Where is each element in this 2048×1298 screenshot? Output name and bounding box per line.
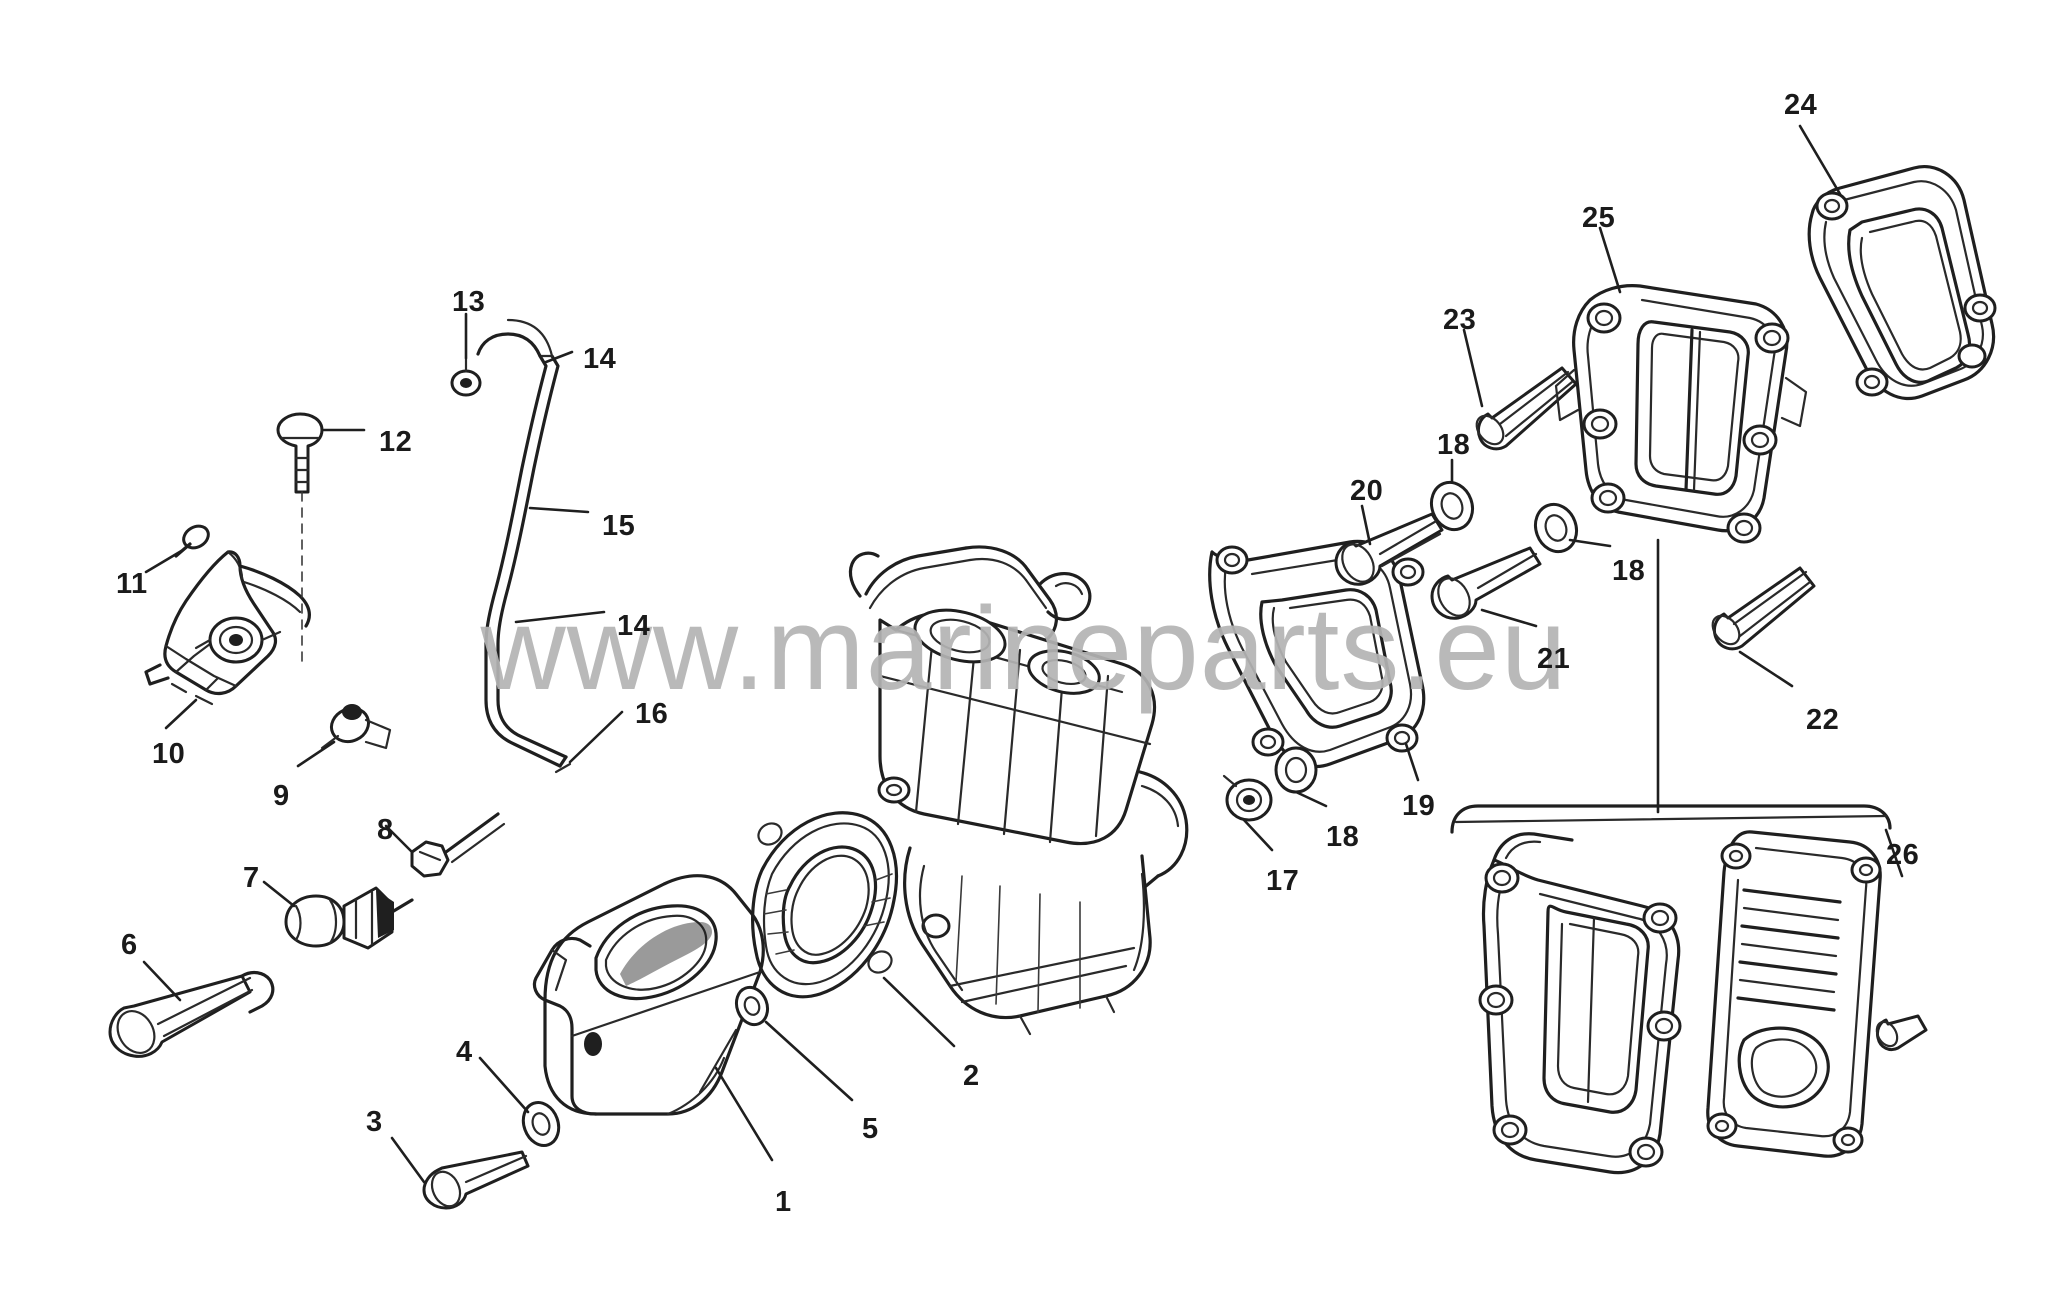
part-2-air-silencer-gasket: [751, 811, 956, 1048]
callout-9: 9: [273, 780, 290, 812]
callout-11: 11: [116, 568, 148, 600]
callout-5: 5: [862, 1113, 879, 1145]
part-5-washer: [734, 985, 854, 1102]
part-21-bolt: [1430, 546, 1542, 628]
leaders-rod: [514, 350, 624, 764]
callout-24: 24: [1784, 89, 1818, 121]
callout-19: 19: [1402, 790, 1436, 822]
part-10-throttle-bracket: [144, 550, 311, 730]
part-6-bolt: [108, 960, 275, 1058]
callout-3: 3: [366, 1106, 383, 1138]
part-15-throttle-rod: [476, 318, 572, 774]
part-20-bolt: [1334, 504, 1444, 586]
part-23-stud: [1462, 328, 1578, 451]
callout-12: 12: [379, 426, 413, 458]
throttle-linkage-group: [108, 312, 624, 1210]
part-9-clip: [296, 704, 392, 768]
part-13-pin: [450, 312, 482, 397]
callout-18-upper: 18: [1437, 429, 1471, 461]
callout-8: 8: [377, 814, 394, 846]
part-25-reed-block: [1554, 226, 1808, 544]
carburetor-assembly: [848, 545, 1189, 1036]
callout-15: 15: [602, 510, 636, 542]
part-24-reed-gasket: [1798, 124, 1997, 401]
part-11-screw: [144, 524, 210, 574]
callout-13: 13: [452, 286, 486, 318]
part-4-washer: [478, 1056, 561, 1147]
callout-6: 6: [121, 929, 138, 961]
part-18-washer-lower: [1274, 746, 1328, 808]
part-18-washer-middle: [1429, 458, 1475, 532]
callout-17: 17: [1266, 865, 1300, 897]
part-17-grommet: [1222, 774, 1274, 852]
callout-25: 25: [1582, 202, 1616, 234]
callout-18-lower: 18: [1326, 821, 1360, 853]
part-7-fitting: [262, 880, 414, 950]
callout-23: 23: [1443, 304, 1477, 336]
callout-14-lower: 14: [617, 610, 651, 642]
callout-2: 2: [963, 1060, 980, 1092]
part-8-nut: [384, 824, 450, 878]
part-12-screw: [276, 412, 366, 669]
part-19-intake-gasket: [1208, 539, 1426, 782]
callout-1: 1: [775, 1186, 792, 1218]
callout-21: 21: [1537, 643, 1571, 675]
callout-10: 10: [152, 738, 186, 770]
part-1-air-silencer-cover: [532, 874, 774, 1162]
part-22-stud: [1711, 566, 1816, 688]
callout-22: 22: [1806, 704, 1840, 736]
callout-26: 26: [1886, 839, 1920, 871]
callout-14-upper: 14: [583, 343, 617, 375]
callout-18-right: 18: [1612, 555, 1646, 587]
callout-16: 16: [635, 698, 669, 730]
fastener-group: [1334, 328, 1816, 688]
part-18-washer-right: [1533, 502, 1612, 554]
callout-4: 4: [456, 1036, 473, 1068]
callout-7: 7: [243, 862, 260, 894]
callout-20: 20: [1350, 475, 1384, 507]
part-26-intake-manifold-group: [1450, 538, 1928, 1175]
part-3-bolt: [390, 1136, 530, 1210]
fuel-line-segment: [444, 812, 506, 864]
